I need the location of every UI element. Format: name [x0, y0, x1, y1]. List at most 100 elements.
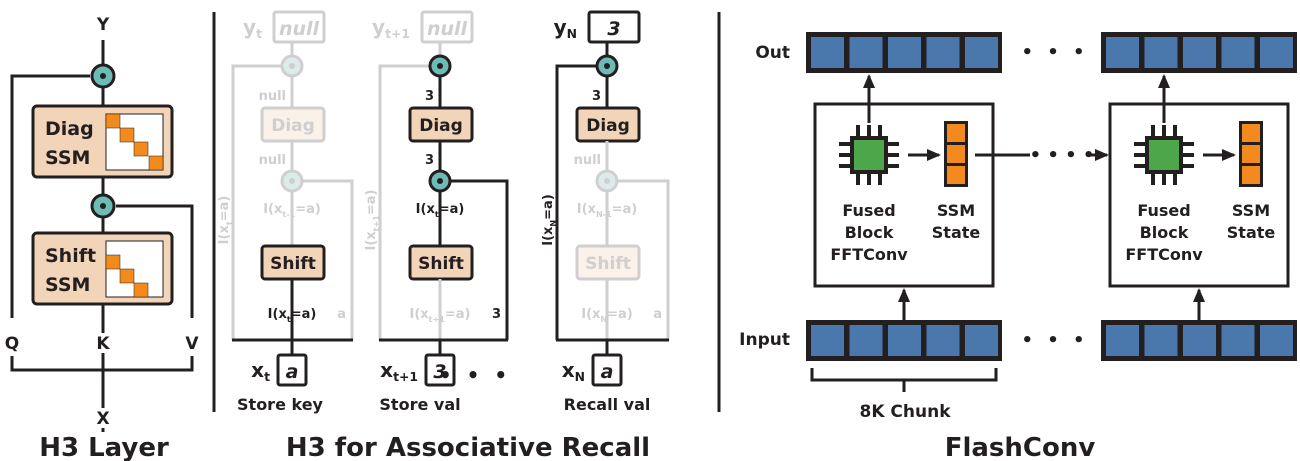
shift-ssm-label-line2: SSM: [45, 274, 90, 296]
block-label-line: Fused: [842, 201, 895, 220]
array-cell: [811, 325, 844, 356]
output-value: 3: [607, 18, 620, 40]
state-cell: [1242, 166, 1260, 184]
input-value-box: [276, 353, 308, 387]
multiply-node-icon: [90, 63, 116, 89]
recall-column-1: nullytnullDiagnullI(xt-1=a)ShiftI(xt=a)I…: [217, 10, 354, 414]
input-ellipsis: • • •: [1021, 330, 1088, 351]
multiply-node-icon: [428, 54, 452, 78]
shift-matrix-cell: [119, 268, 135, 284]
output-array: [1101, 32, 1297, 73]
query-wire: [231, 64, 282, 340]
diag-block-label: Diag: [419, 116, 463, 136]
output-array: [806, 32, 1002, 73]
array-cell: [849, 325, 883, 356]
value-above-diag: 3: [425, 89, 434, 104]
block-label-line: FFTConv: [1125, 245, 1203, 264]
flashconv-panel: FusedBlockFFTConvSSMStateFusedBlockFFTCo…: [806, 32, 1297, 392]
associative-recall-panel: nullytnullDiagnullI(xt-1=a)ShiftI(xt=a)I…: [217, 10, 670, 414]
key-indicator: I(xt+1=a): [410, 307, 471, 324]
input-variable-label: xt: [251, 358, 270, 384]
value-below-diag: null: [259, 153, 286, 168]
key-indicator: I(xN=a): [581, 307, 633, 324]
array-cell: [888, 37, 921, 68]
multiply-node-dot: [289, 178, 295, 184]
fused-block-chip-icon: [1134, 125, 1194, 185]
array-cell: [1260, 37, 1293, 68]
k-label-front: K: [96, 334, 110, 354]
block-label-line: Block: [845, 223, 894, 242]
flashconv-title: FlashConv: [945, 433, 1096, 461]
output-variable-label: yN: [554, 15, 577, 41]
chunk-bracket: [810, 368, 998, 382]
output-value: null: [279, 18, 320, 40]
output-value-box: [272, 10, 326, 44]
column-caption: Store val: [379, 395, 460, 414]
shift-block-label: Shift: [270, 254, 316, 274]
state-cell: [1242, 124, 1260, 142]
array-cell: [1183, 325, 1216, 356]
query-indicator-label: I(xt+1=a): [364, 190, 381, 251]
v-path-line: [116, 204, 194, 318]
state-label-line: State: [932, 223, 981, 242]
q-path-line: [10, 74, 90, 318]
shift-ssm-label-line1: Shift: [45, 245, 96, 267]
k-label-mask: [93, 333, 113, 353]
array-cell: [849, 37, 883, 68]
v-label: V: [185, 334, 199, 354]
input-variable-label: xN: [562, 358, 585, 384]
array-cell: [811, 37, 844, 68]
input-array: [1101, 320, 1297, 361]
input-label: Input: [739, 330, 790, 350]
h3-layer-panel: Diag SSM Shift SSM Y Q K V X H3 Layer: [5, 15, 200, 461]
x-label-mask: [93, 408, 113, 428]
shift-output-indicator: I(xN-1=a): [577, 202, 637, 219]
value-indicator-label: a: [653, 307, 662, 322]
diag-block-label: Diag: [586, 116, 630, 136]
output-variable-label: yt+1: [372, 15, 410, 41]
diag-matrix-cell: [119, 127, 135, 143]
output-value: null: [427, 18, 468, 40]
shift-output-indicator: I(xt=a): [416, 202, 465, 219]
output-variable-label: yt: [243, 15, 262, 41]
out-label: Out: [755, 43, 790, 63]
array-cell: [1260, 325, 1293, 356]
value-above-diag: 3: [592, 89, 601, 104]
qkv-split-bracket: [10, 356, 194, 372]
diag-matrix-cell: [148, 155, 164, 171]
shift-block-label: Shift: [585, 254, 631, 274]
value-indicator-label: a: [337, 307, 346, 322]
state-cell: [947, 124, 965, 142]
query-wire: [378, 64, 430, 340]
column-caption: Store key: [237, 395, 324, 414]
shift-block-label: Shift: [418, 254, 464, 274]
array-cell: [1183, 37, 1216, 68]
fused-block-chip-icon: [839, 125, 899, 185]
state-cell: [947, 145, 965, 163]
chunk-label: 8K Chunk: [859, 402, 951, 422]
block-label-line: Block: [1140, 223, 1189, 242]
diag-matrix-cell: [105, 113, 121, 129]
array-cell: [965, 37, 998, 68]
value-above-diag: null: [259, 89, 286, 104]
multiply-node-dot: [437, 178, 443, 184]
array-cell: [1144, 325, 1178, 356]
input-value: a: [601, 361, 614, 383]
shift-matrix-cell: [133, 282, 149, 298]
value-below-diag: 3: [425, 153, 434, 168]
value-below-diag: null: [574, 153, 601, 168]
ssm-state-icon: [944, 121, 968, 187]
ssm-state-icon: [1239, 121, 1263, 187]
array-cell: [888, 325, 921, 356]
query-indicator-label: I(xN=a): [541, 194, 558, 246]
column-caption: Recall val: [564, 395, 651, 414]
recall-column-2: nullyt+13Diag3I(xt=a)ShiftI(xt+1=a)I(xt+…: [364, 10, 509, 414]
value-indicator-label: 3: [492, 307, 501, 322]
chip-body: [1145, 136, 1183, 174]
array-cell: [926, 325, 960, 356]
array-cell: [965, 325, 998, 356]
query-indicator-label: I(xt=a): [217, 196, 234, 245]
query-wire: [555, 64, 597, 340]
recall-column-3: 3yN3DiagnullI(xN-1=a)ShiftI(xN=a)I(xN=a)…: [541, 10, 670, 414]
